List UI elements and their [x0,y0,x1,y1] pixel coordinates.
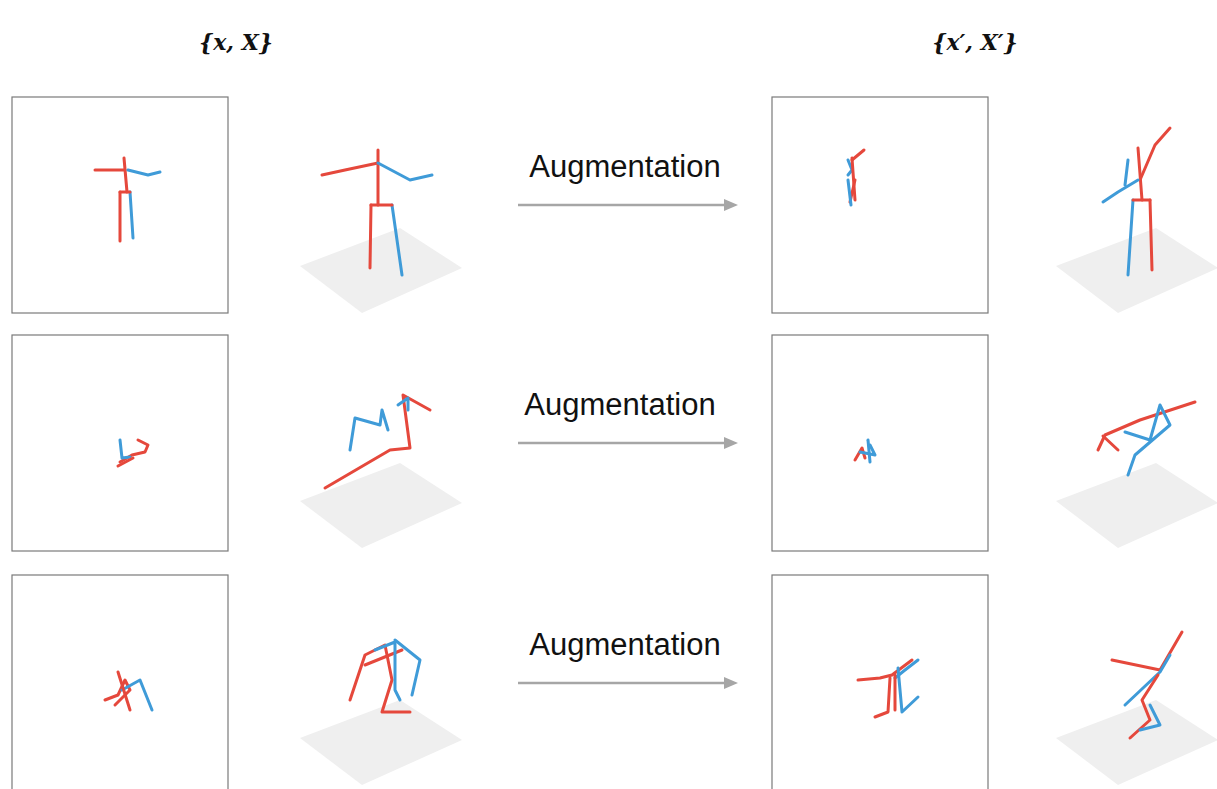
arrow-head [724,437,738,449]
skeleton-limb [322,163,378,175]
skeleton-limb [118,672,130,710]
image-frame [12,97,228,313]
column-heading: {x, X} [199,29,273,55]
skeleton-limb [118,458,133,466]
skeleton-limb [1140,705,1160,730]
skeleton-limb [1125,405,1170,475]
skeleton-limb [1103,436,1118,450]
arrow-shaft [518,682,726,685]
skeleton-limb [875,678,890,717]
skeleton-limb [1128,200,1133,275]
skeleton-limb [375,642,400,700]
skeleton-limb [120,191,130,194]
skeleton-limb [119,192,122,241]
skeleton-limb [392,205,402,275]
skeleton-limb [395,640,420,695]
skeleton-limb [1138,148,1142,200]
skeleton-limb [130,192,133,238]
skeleton-limb [350,645,410,712]
skeleton-limb [371,204,392,207]
image-frame [12,575,228,789]
skeleton-limb [1140,128,1170,180]
ground-plane [1056,228,1217,313]
skeleton-limb [1125,655,1170,705]
skeleton-limb [1150,200,1152,270]
ground-plane [1056,463,1217,548]
skeleton-limb [95,169,125,172]
skeleton-limb [895,660,918,678]
ground-plane [300,463,462,548]
image-frame [772,575,988,789]
arrow-shaft [518,204,726,207]
skeleton-limb [377,150,380,205]
arrow-head [724,199,738,211]
skeleton-limb [1133,199,1150,202]
skeleton-limb [1125,160,1128,185]
ground-plane [300,228,462,313]
step-label: Augmentation [524,387,715,423]
skeleton-limb [120,440,130,458]
step-label: Augmentation [529,627,720,663]
arrow-shaft [518,442,726,445]
ground-plane [1056,700,1217,785]
skeleton-limb [894,675,897,710]
skeleton-limb [868,440,870,462]
skeleton-limb [848,180,851,205]
skeleton-limb [378,163,432,180]
image-frame [772,335,988,551]
skeleton-limb [370,205,371,268]
arrow-head [724,677,738,689]
step-label: Augmentation [529,149,720,185]
skeleton-limb [1112,632,1182,670]
skeleton-limb [350,410,388,450]
skeleton-limb [124,158,127,192]
image-frame [12,335,228,551]
skeleton-limb [852,150,864,160]
skeleton-limb [128,170,160,175]
skeleton-limb [398,398,408,410]
skeleton-limb [325,395,430,488]
image-frame [772,97,988,313]
column-heading: {x′, X′} [932,29,1017,55]
skeleton-limb [1098,402,1195,450]
